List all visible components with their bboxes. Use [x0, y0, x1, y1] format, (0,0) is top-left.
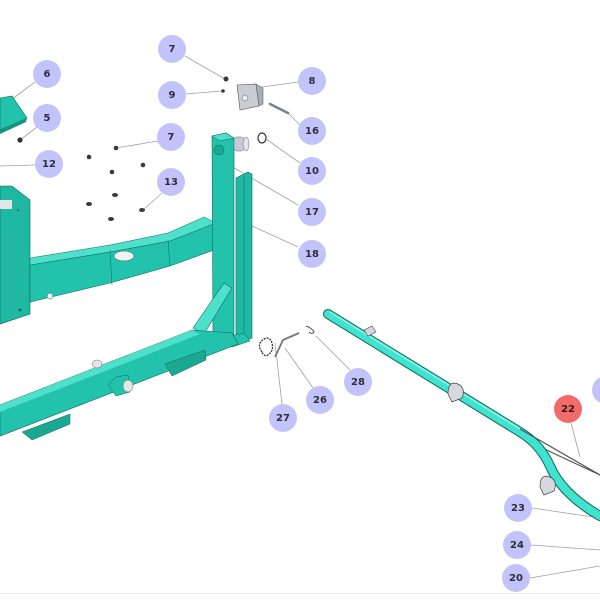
callout-26[interactable]: 26	[306, 386, 334, 414]
callout-label: 24	[510, 539, 524, 551]
washer	[112, 193, 118, 197]
washer	[139, 208, 145, 212]
callout-label: 28	[351, 376, 365, 388]
nut	[86, 154, 92, 160]
nut-part-5	[17, 137, 23, 143]
tube-clamp	[539, 475, 556, 496]
callout-22-active[interactable]: 22	[554, 395, 582, 423]
loose-hardware	[86, 76, 229, 221]
tube-assembly	[323, 309, 600, 521]
callout-6[interactable]: 6	[33, 60, 61, 88]
leader-line-17	[230, 165, 299, 206]
callout-24[interactable]: 24	[503, 531, 531, 559]
callout-label: 5	[43, 112, 51, 124]
callout-label: 6	[43, 68, 51, 80]
washer	[108, 217, 114, 221]
tube-clamp	[447, 382, 464, 403]
callout-10[interactable]: 10	[298, 157, 326, 185]
leader-line-22	[570, 422, 581, 458]
callout-9[interactable]: 9	[158, 81, 186, 109]
leader-line-20	[529, 565, 600, 579]
callout-18[interactable]: 18	[298, 240, 326, 268]
pin-part-26	[274, 332, 300, 358]
leader-line-partial	[539, 446, 600, 476]
callout-7[interactable]: 7	[158, 35, 186, 63]
vertical-channel-part-18	[235, 171, 253, 343]
callout-17[interactable]: 17	[298, 198, 326, 226]
nut	[223, 76, 229, 82]
bottom-divider	[0, 593, 600, 594]
callout-label: 10	[305, 165, 319, 177]
callout-label: 7	[167, 131, 175, 143]
callout-label: 23	[511, 502, 525, 514]
cross-beam	[29, 216, 223, 303]
callout-label: 27	[276, 412, 290, 424]
support-rod	[519, 428, 600, 476]
callout-7[interactable]: 7	[157, 123, 185, 151]
callout-label: 8	[308, 75, 316, 87]
callout-13[interactable]: 13	[157, 168, 185, 196]
nut	[140, 162, 146, 168]
leader-line-28	[315, 335, 351, 371]
callout-12[interactable]: 12	[35, 150, 63, 178]
ring-part-10	[257, 132, 267, 144]
leader-line-13	[142, 192, 163, 211]
callout-label: 13	[164, 176, 178, 188]
clip-part-28	[305, 325, 315, 335]
callout-label: 12	[42, 158, 56, 170]
leader-line-8	[254, 81, 299, 89]
callout-label: 9	[168, 89, 176, 101]
callout-label: 20	[509, 572, 523, 584]
nut	[109, 169, 115, 175]
callout-label: 16	[305, 125, 319, 137]
callout-16[interactable]: 16	[298, 117, 326, 145]
leader-line-7a	[184, 55, 226, 80]
washer	[221, 89, 225, 93]
chain-part-27	[258, 337, 274, 357]
callout-label: 22	[561, 403, 575, 415]
housing-box	[0, 185, 31, 325]
leader-line-5	[19, 126, 38, 141]
callout-20[interactable]: 20	[502, 564, 530, 592]
washer	[86, 202, 92, 206]
bracket-part-8	[236, 83, 264, 111]
callout-5[interactable]: 5	[33, 104, 61, 132]
tube-clamp-small	[363, 325, 377, 337]
callout-28[interactable]: 28	[344, 368, 372, 396]
leader-lines	[0, 55, 600, 579]
callout-8[interactable]: 8	[298, 67, 326, 95]
bolt-part-16	[268, 102, 290, 115]
callout-23[interactable]: 23	[504, 494, 532, 522]
nut	[113, 145, 119, 151]
plate-part-6	[0, 95, 28, 134]
leader-line-10	[265, 138, 301, 164]
callout-partial-offscreen[interactable]	[592, 376, 600, 404]
leader-line-23	[531, 507, 600, 519]
leader-line-16	[287, 112, 301, 126]
leader-line-18	[247, 223, 299, 248]
leader-line-27	[274, 342, 283, 405]
callout-label: 18	[305, 248, 319, 260]
leader-line-9	[185, 90, 223, 95]
bottom-beam	[0, 329, 239, 441]
leader-line-24	[530, 544, 600, 551]
leader-line-7b	[115, 140, 159, 149]
callout-27[interactable]: 27	[269, 404, 297, 432]
callout-label: 17	[305, 206, 319, 218]
callout-label: 7	[168, 43, 176, 55]
callout-label: 26	[313, 394, 327, 406]
leader-line-12	[0, 164, 36, 167]
leader-line-26	[284, 347, 314, 389]
